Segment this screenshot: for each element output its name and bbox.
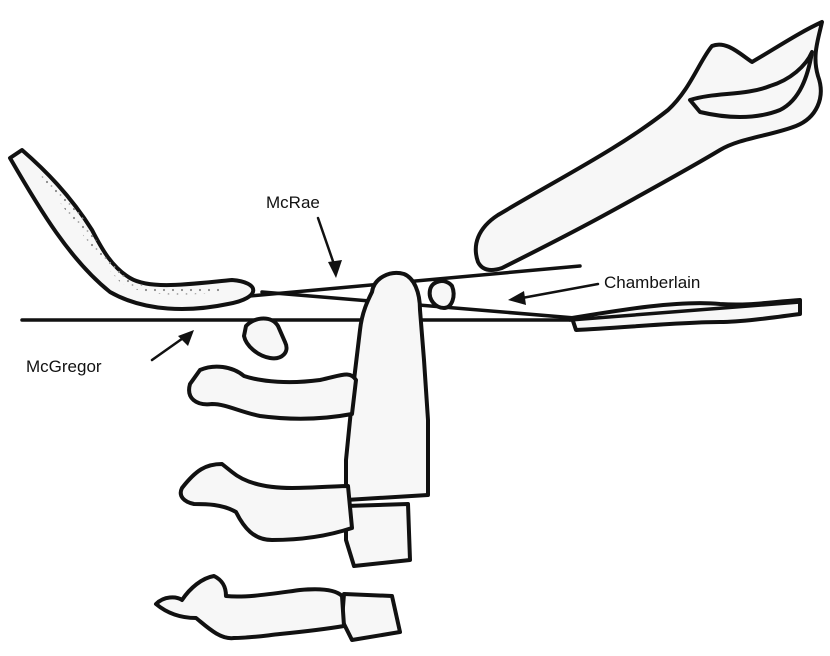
c4-vertebral-body: [342, 594, 400, 640]
c3-vertebral-body: [346, 504, 410, 566]
c4-posterior-elements: [156, 576, 344, 638]
hard-palate: [476, 22, 822, 270]
atlas-posterior-arch: [244, 319, 287, 359]
mcrae-arrow: [318, 218, 342, 278]
c2-spinous-process: [189, 367, 356, 419]
dens-c2-body: [346, 273, 428, 500]
atlas-anterior-arch: [430, 281, 454, 308]
chamberlain-arrow: [508, 284, 598, 305]
mcgregor-arrow: [152, 330, 194, 360]
label-mcgregor: McGregor: [26, 357, 102, 376]
label-chamberlain: Chamberlain: [604, 273, 700, 292]
c3-posterior-elements: [181, 464, 352, 540]
label-mcrae: McRae: [266, 193, 320, 212]
